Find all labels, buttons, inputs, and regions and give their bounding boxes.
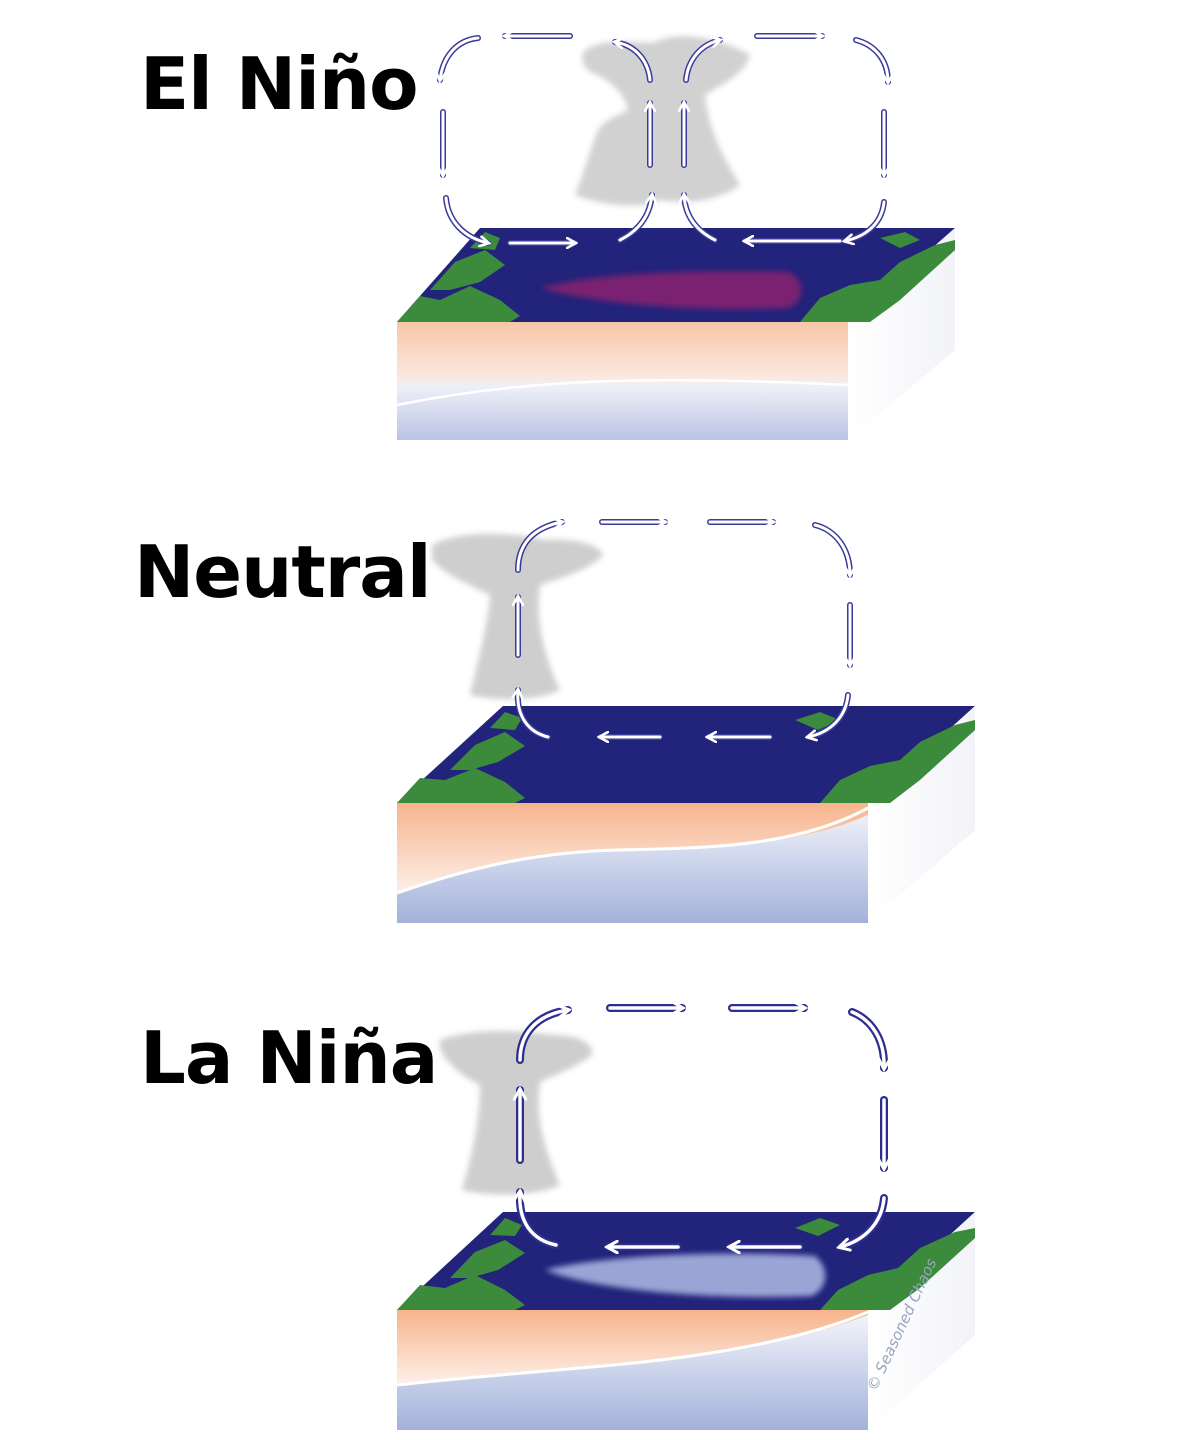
cool-anomaly: [545, 1253, 826, 1297]
thermocline: [396, 1310, 869, 1387]
block-side: [868, 706, 975, 923]
arrow-icon: [518, 522, 850, 737]
la-nina-panel: © Seasoned Chaos: [396, 1008, 975, 1430]
arrow-icon: [440, 36, 888, 243]
el-nino-panel: [396, 36, 955, 440]
block-side: [848, 228, 955, 440]
cloud-icon: [575, 36, 750, 206]
land: [397, 712, 975, 803]
neutral-label: Neutral: [134, 530, 432, 614]
warm-anomaly: [540, 271, 802, 310]
land: [397, 232, 955, 322]
neutral-panel: [396, 522, 975, 923]
land: [397, 1218, 975, 1310]
thermocline: [396, 806, 869, 895]
el-nino-label: El Niño: [140, 42, 419, 126]
arrow-icon: [520, 1008, 884, 1247]
thermocline: [396, 378, 849, 407]
block-side: [868, 1212, 975, 1430]
la-nina-label: La Niña: [140, 1016, 438, 1100]
